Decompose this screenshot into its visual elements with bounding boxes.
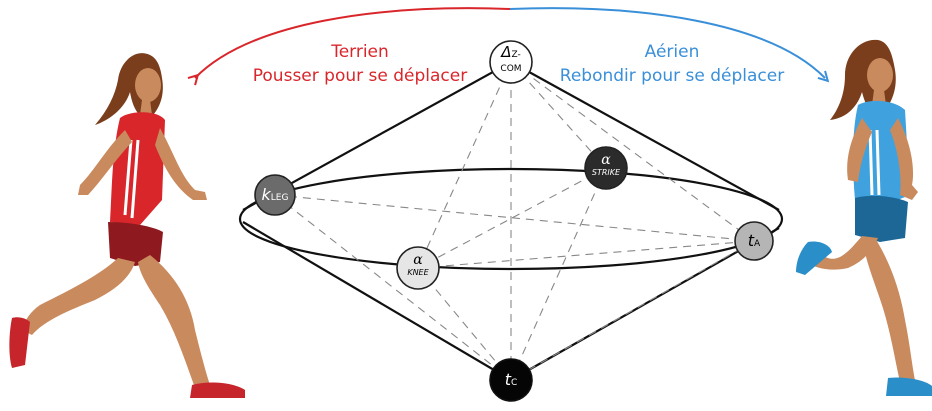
aerial-subtitle: Rebondir pour se déplacer <box>559 66 785 86</box>
aerial-title: Aérien <box>644 42 700 62</box>
node-t-a <box>734 221 774 261</box>
node-dz-com <box>489 40 533 84</box>
node-k-leg <box>254 174 296 216</box>
aerial-labels: Aérien Rebondir pour se déplacer <box>552 40 792 88</box>
nodes <box>254 40 774 402</box>
terrestrial-subtitle: Pousser pour se déplacer <box>252 66 468 86</box>
left-runner-figure <box>9 53 245 398</box>
terrestrial-title: Terrien <box>331 42 389 62</box>
right-runner-figure <box>796 39 932 396</box>
aerial-arrow <box>509 7 830 83</box>
node-alpha-strike <box>584 146 628 190</box>
terrestrial-labels: Terrien Pousser pour se déplacer <box>245 40 475 88</box>
node-alpha-knee <box>396 246 440 290</box>
ellipse-ring <box>238 167 784 271</box>
dashed-edges <box>274 61 755 381</box>
terrestrial-arrow <box>187 7 511 86</box>
node-t-c <box>489 358 533 402</box>
